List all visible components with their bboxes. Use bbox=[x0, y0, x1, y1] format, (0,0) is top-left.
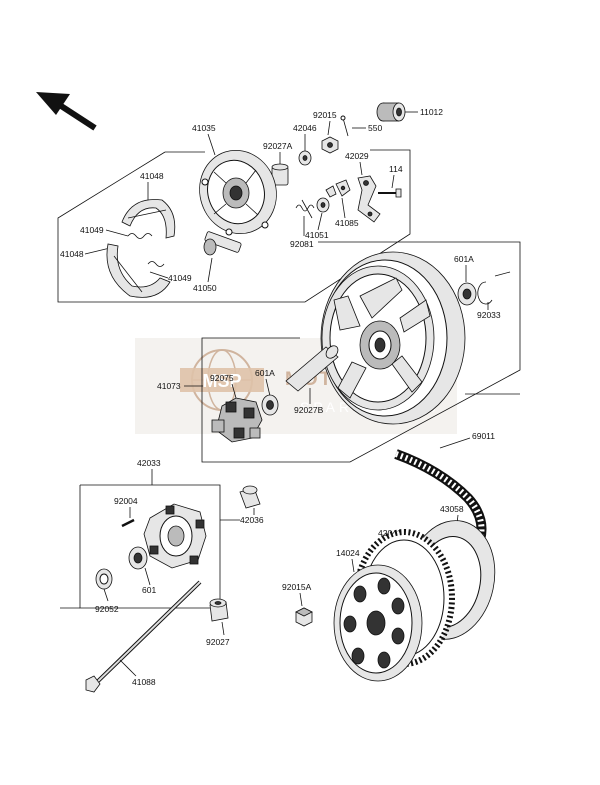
long-collar-part bbox=[285, 345, 339, 392]
label-42046: 42046 bbox=[293, 123, 317, 133]
bearing-coupling-part bbox=[128, 546, 148, 570]
drive-belt-part bbox=[394, 449, 487, 542]
label-41048-left: 41048 bbox=[60, 249, 84, 259]
coupling-collar-part bbox=[239, 485, 261, 509]
camshaft-part bbox=[203, 231, 242, 256]
axle-collar-part bbox=[209, 598, 229, 622]
dust-cover-part bbox=[376, 102, 418, 122]
cotter-pin-part bbox=[340, 115, 366, 137]
shoe-spring-upper-part bbox=[127, 233, 153, 239]
label-92004: 92004 bbox=[114, 496, 138, 506]
front-direction-arrow-icon bbox=[36, 92, 97, 131]
sprocket-nut-part bbox=[295, 607, 313, 627]
label-92081: 92081 bbox=[290, 239, 314, 249]
label-41085: 41085 bbox=[335, 218, 359, 228]
brake-assembly-frame bbox=[57, 149, 411, 303]
label-42041: 42041 bbox=[378, 528, 402, 538]
label-92015A: 92015A bbox=[282, 582, 312, 592]
label-92027: 92027 bbox=[206, 637, 230, 647]
watermark-logo-text: MSP bbox=[202, 371, 241, 391]
brake-shoe-lower-part bbox=[106, 243, 171, 298]
label-41049-bottom: 41049 bbox=[168, 273, 192, 283]
pulley-part bbox=[333, 564, 423, 682]
label-92015: 92015 bbox=[313, 110, 337, 120]
label-42033: 42033 bbox=[137, 458, 161, 468]
label-14024: 14024 bbox=[336, 548, 360, 558]
hub-damper-part bbox=[211, 397, 263, 443]
label-601: 601 bbox=[142, 585, 156, 595]
stud-part bbox=[121, 518, 135, 528]
collar-part bbox=[271, 163, 289, 186]
brake-panel-part bbox=[199, 149, 277, 236]
label-92027A: 92027A bbox=[263, 141, 293, 151]
label-69011: 69011 bbox=[472, 431, 495, 441]
spring-part bbox=[295, 199, 315, 219]
label-92027B: 92027B bbox=[294, 405, 324, 415]
label-42036: 42036 bbox=[240, 515, 264, 525]
label-92033: 92033 bbox=[477, 310, 501, 320]
label-550: 550 bbox=[368, 123, 382, 133]
bearing-right-part bbox=[457, 282, 477, 306]
label-41073: 41073 bbox=[157, 381, 181, 391]
brake-lever-part bbox=[357, 175, 381, 223]
label-41048-top: 41048 bbox=[140, 171, 164, 181]
label-41051: 41051 bbox=[305, 230, 329, 240]
shoe-spring-lower-part bbox=[147, 261, 165, 267]
label-114: 114 bbox=[389, 164, 403, 174]
seal-coupling-part bbox=[95, 568, 113, 590]
wheel-assembly-frame bbox=[201, 241, 521, 463]
label-601A-mid: 601A bbox=[255, 368, 275, 378]
label-41088: 41088 bbox=[132, 677, 156, 687]
label-41035: 41035 bbox=[192, 123, 216, 133]
label-92052: 92052 bbox=[95, 604, 119, 614]
axle-part bbox=[85, 580, 202, 693]
bearing-left-part bbox=[261, 394, 279, 416]
label-43058: 43058 bbox=[440, 504, 464, 514]
seal-part bbox=[316, 197, 330, 213]
castle-nut-part bbox=[321, 136, 339, 154]
label-11012: 11012 bbox=[420, 107, 443, 117]
brake-shoe-upper-part bbox=[121, 199, 176, 239]
rear-wheel-part bbox=[320, 251, 466, 425]
circlip-part bbox=[477, 281, 493, 305]
sprocket-coupling-part bbox=[143, 503, 207, 569]
label-601A-top: 601A bbox=[454, 254, 474, 264]
label-41050: 41050 bbox=[193, 283, 217, 293]
wear-indicator-part bbox=[325, 179, 351, 198]
bolt-part bbox=[378, 188, 402, 198]
label-41049-top: 41049 bbox=[80, 225, 104, 235]
label-42029: 42029 bbox=[345, 151, 369, 161]
label-92075: 92075 bbox=[210, 373, 234, 383]
washer-part bbox=[298, 150, 312, 166]
